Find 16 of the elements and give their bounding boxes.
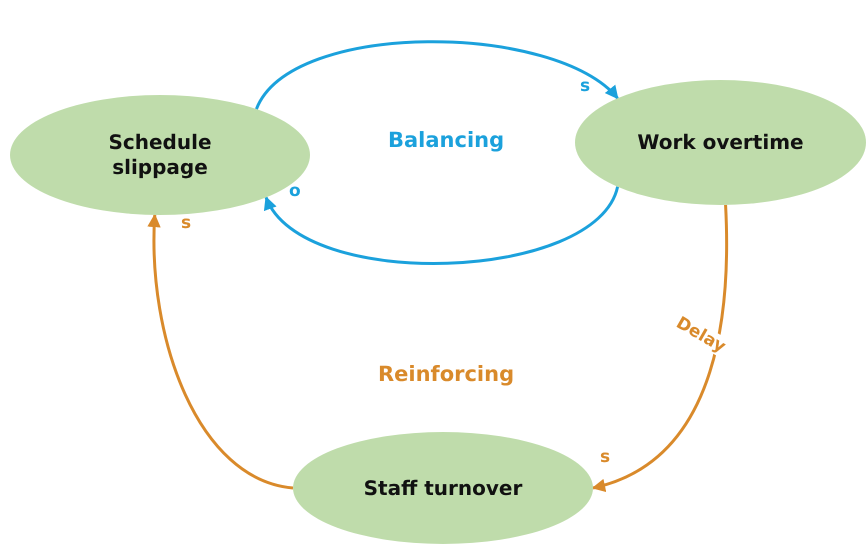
polarity-sign: o	[289, 181, 301, 201]
arrow	[255, 40, 619, 110]
node-label: Schedule slippage	[107, 130, 213, 180]
loop-label: Balancing	[388, 128, 504, 152]
arrow	[264, 186, 619, 265]
ellipse-node	[575, 80, 866, 205]
arrow	[148, 214, 294, 490]
arrow	[592, 204, 728, 491]
polarity-sign: s	[580, 76, 590, 96]
loop-label: Reinforcing	[378, 362, 514, 386]
ellipse-node	[293, 432, 593, 544]
polarity-sign: s	[600, 447, 610, 467]
ellipse-node	[10, 95, 310, 215]
node-label: Work overtime	[637, 130, 804, 155]
polarity-sign: s	[181, 213, 192, 233]
node-label: Staff turnover	[364, 476, 522, 500]
